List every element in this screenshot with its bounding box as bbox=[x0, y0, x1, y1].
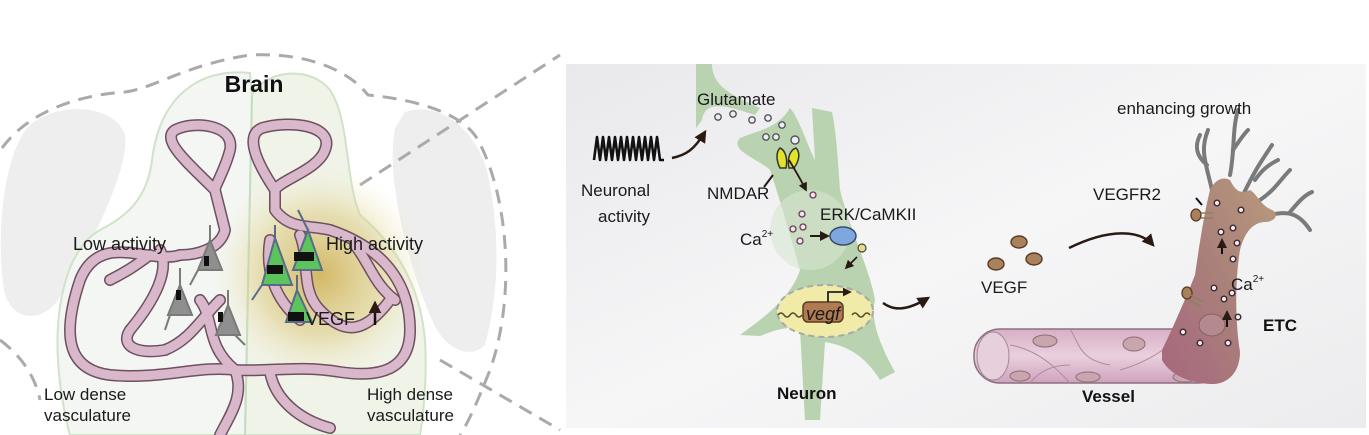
calcium-influx-arrow bbox=[788, 159, 807, 192]
brain-panel: Brain Low activity High activity VEGF Lo… bbox=[0, 53, 561, 435]
calcium-label-etc: Ca2+ bbox=[1231, 274, 1264, 294]
vegf-label-left: VEGF bbox=[306, 309, 355, 329]
vegf-gene-label: vegf bbox=[806, 304, 842, 324]
panel-background bbox=[566, 64, 1366, 428]
vegfr2-pointer bbox=[1195, 197, 1203, 206]
endothelial-tip-cell bbox=[1162, 178, 1276, 385]
etc-nucleus bbox=[1198, 313, 1226, 337]
nmdar-label: NMDAR bbox=[707, 184, 769, 203]
erk-camkii-label: ERK/CaMKII bbox=[820, 205, 916, 224]
calcium-ions-neuron bbox=[789, 191, 817, 245]
phosphate-group bbox=[857, 243, 867, 253]
glutamate-vesicles bbox=[714, 110, 800, 145]
vegf-gene-box bbox=[802, 301, 844, 323]
high-dense-label-1: High dense bbox=[367, 385, 453, 404]
calcium-label-neuron: Ca2+ bbox=[740, 229, 773, 249]
glutamate-label: Glutamate bbox=[697, 90, 775, 109]
zoom-line-top bbox=[359, 53, 561, 187]
nmdar-pointer bbox=[763, 174, 774, 188]
activity-glow bbox=[210, 165, 430, 385]
zoom-line-bottom bbox=[439, 358, 561, 432]
vegf-particles bbox=[987, 235, 1043, 271]
vegf-label-right: VEGF bbox=[981, 278, 1027, 297]
vegf-secretion-arrow bbox=[882, 296, 931, 310]
neuron-glow bbox=[770, 190, 850, 270]
presynaptic-axon bbox=[696, 64, 760, 128]
high-activity-label: High activity bbox=[326, 234, 423, 254]
low-dense-label-2: vasculature bbox=[44, 406, 131, 425]
skull-outline bbox=[0, 53, 508, 435]
spike-train-icon bbox=[592, 135, 664, 162]
low-activity-spikes bbox=[176, 256, 223, 322]
mechanism-panel: vegf Glutamate Neuronal activity NMDAR E… bbox=[566, 64, 1366, 428]
brain-title: Brain bbox=[225, 71, 284, 97]
neuronal-activity-label-2: activity bbox=[598, 207, 650, 226]
low-dense-label-1: Low dense bbox=[44, 385, 126, 404]
activity-arrow bbox=[671, 129, 707, 160]
high-activity-spikes bbox=[267, 252, 314, 321]
vegf-to-etc-arrow bbox=[1068, 232, 1155, 250]
right-gray-lobe bbox=[392, 109, 497, 352]
vessel-label: Vessel bbox=[1082, 387, 1135, 406]
left-gray-lobe bbox=[0, 108, 126, 317]
neuron-label: Neuron bbox=[777, 384, 837, 403]
kinase-to-nucleus-arrow bbox=[844, 256, 858, 270]
left-dashed-edge bbox=[0, 338, 42, 401]
neuronal-activity-label-1: Neuronal bbox=[581, 181, 650, 200]
blood-vessel bbox=[973, 328, 1225, 384]
transcription-arrow bbox=[827, 287, 852, 302]
vegfr2-label: VEGFR2 bbox=[1093, 185, 1161, 204]
erk-camkii-enzyme bbox=[829, 226, 857, 246]
vegfr2-receptors bbox=[1181, 208, 1213, 308]
calcium-ions-etc bbox=[1179, 199, 1245, 347]
low-activity-label: Low activity bbox=[73, 234, 166, 254]
etc-label: ETC bbox=[1263, 316, 1297, 335]
enhancing-growth-label: enhancing growth bbox=[1117, 99, 1251, 118]
high-dense-label-2: vasculature bbox=[367, 406, 454, 425]
dna-strand bbox=[777, 312, 871, 318]
